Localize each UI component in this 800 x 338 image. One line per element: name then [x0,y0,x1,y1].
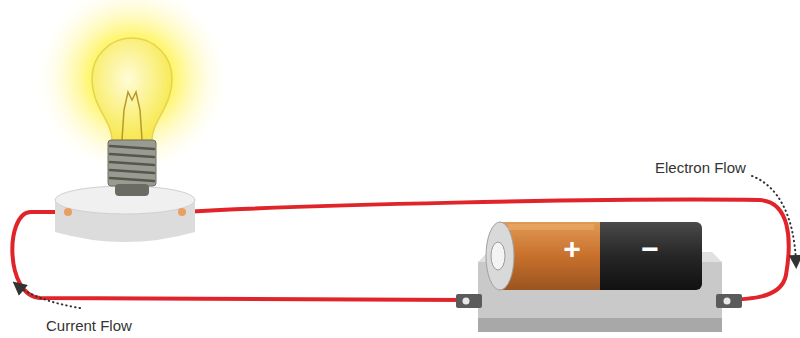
light-bulb [92,38,172,196]
current-flow-arrow [18,286,80,308]
polarity-sign: − [641,232,659,265]
flow-label: Electron Flow [655,160,746,177]
bulb-glow [37,0,227,173]
electron-flow-arrow [752,176,796,262]
screw-thread [110,154,154,157]
screw-thread [110,178,154,181]
battery [486,222,702,290]
screw-thread [110,162,154,165]
flow-label: Current Flow [46,318,132,335]
polarity-sign: + [563,232,581,265]
screw-thread [110,146,154,149]
screw-thread [110,170,154,173]
